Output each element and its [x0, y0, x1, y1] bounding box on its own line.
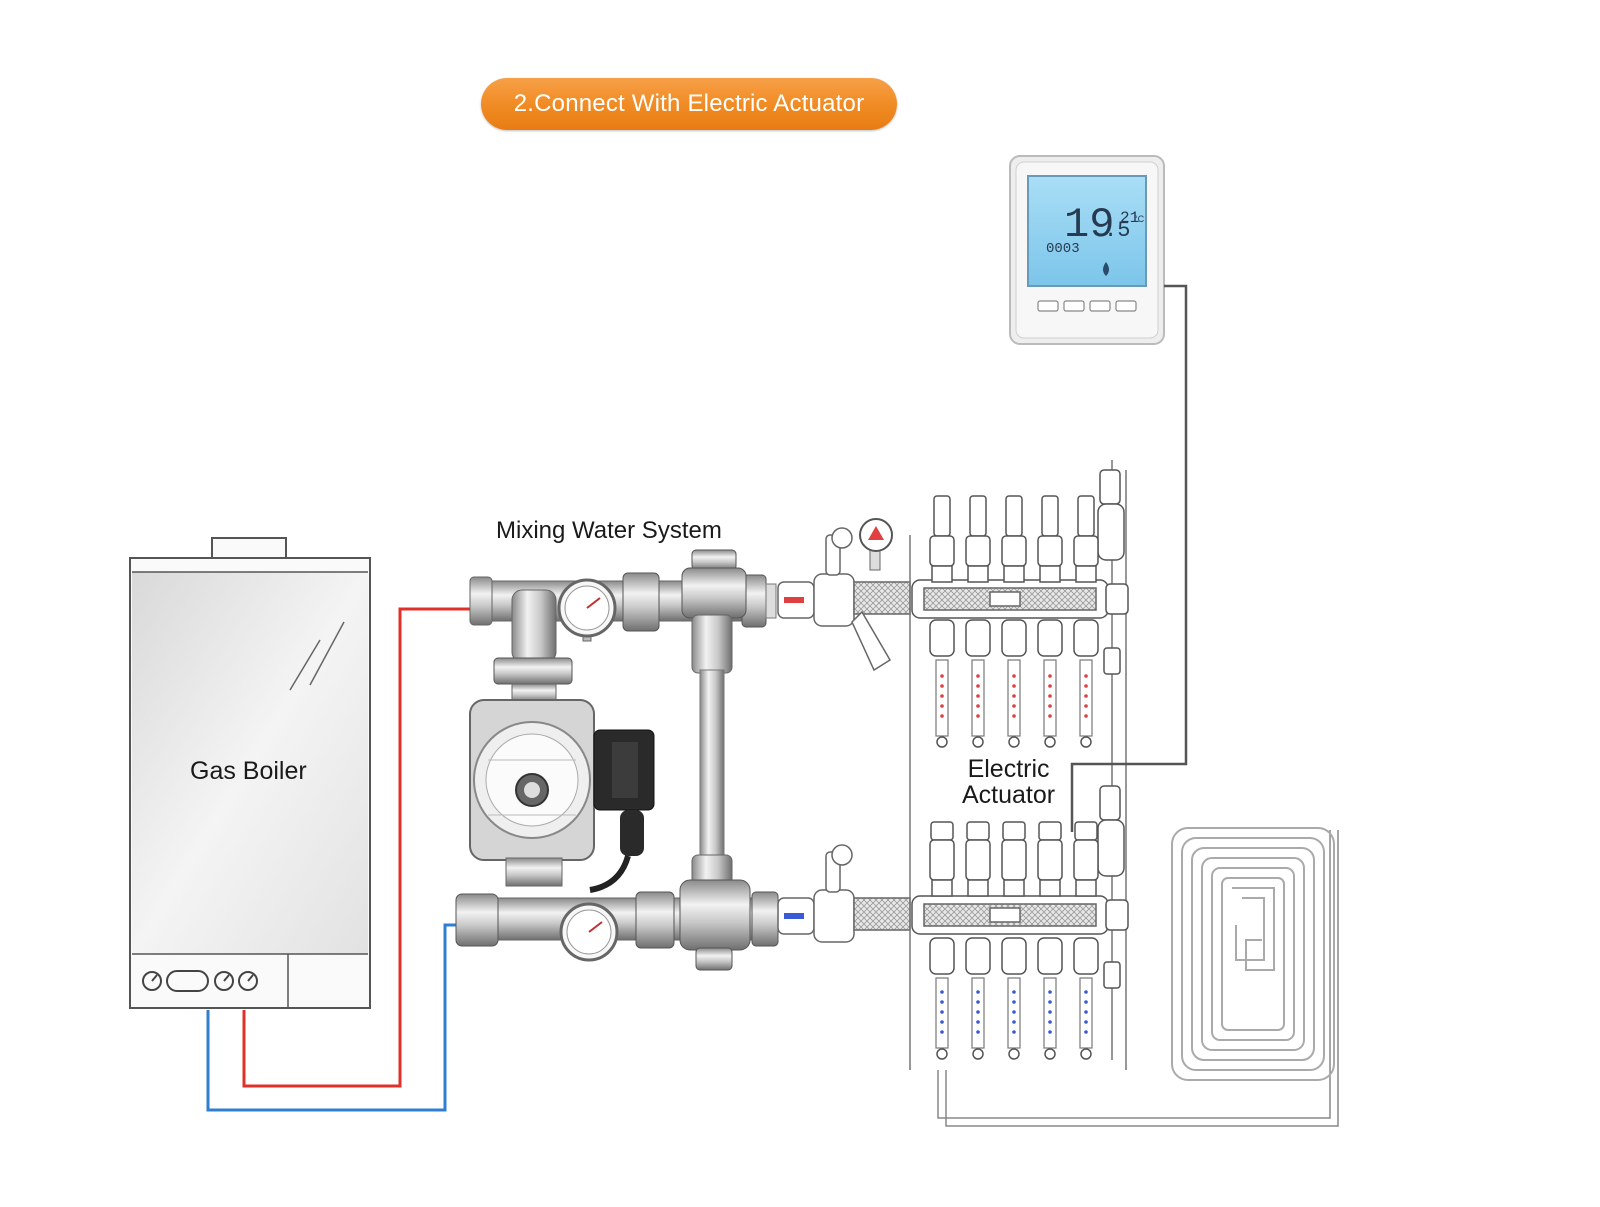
return-pipe [206, 923, 458, 1112]
thermostat-icon [1009, 155, 1165, 345]
mixing-unit-icon [455, 549, 779, 971]
supply-pipe [242, 607, 472, 1088]
thermostat-main-temp: 19 [1064, 201, 1114, 249]
valve-return [1037, 937, 1063, 1060]
electric-actuator-label: Electric Actuator [962, 756, 1055, 809]
mixing-water-system-label: Mixing Water System [496, 517, 722, 544]
boiler-icon [129, 537, 371, 1009]
title-banner: 2.Connect With Electric Actuator [481, 78, 897, 130]
flow-meter-top [1037, 495, 1063, 583]
valve-return [929, 937, 955, 1060]
floor-heating-loop-icon [1171, 827, 1335, 1081]
electric-actuator-label-line1: Electric [967, 755, 1050, 783]
electric-actuator-label-line2: Actuator [962, 781, 1056, 810]
actuator-head [1037, 821, 1063, 897]
manifold-icon [909, 460, 1129, 1070]
actuator-head [1073, 821, 1099, 897]
flow-meter-top [929, 495, 955, 583]
valve-supply [1001, 619, 1027, 748]
actuator-head [929, 821, 955, 897]
control-wire [1070, 284, 1188, 832]
flow-meter-top [965, 495, 991, 583]
manifold-connectors [777, 527, 911, 943]
valve-supply [929, 619, 955, 748]
pump-icon [469, 683, 655, 893]
flow-meter-top [1073, 495, 1099, 583]
valve-return [965, 937, 991, 1060]
flow-meter-top [1001, 495, 1027, 583]
thermostat-decimal: .5 [1104, 218, 1130, 243]
thermostat-clock: 0003 [1046, 241, 1080, 257]
valve-return [1001, 937, 1027, 1060]
actuator-head [965, 821, 991, 897]
title-text: 2.Connect With Electric Actuator [513, 90, 865, 117]
valve-return [1073, 937, 1099, 1060]
thermostat-set-temp: 21 [1120, 209, 1139, 227]
thermostat-unit: °C [1134, 214, 1145, 224]
loop-lines [937, 830, 1339, 1127]
flow-meters-bottom [929, 821, 1099, 1060]
flow-meters-top [929, 495, 1099, 748]
valve-supply [1037, 619, 1063, 748]
manifold-gauge-icon [859, 518, 893, 571]
actuator-head [1001, 821, 1027, 897]
gas-boiler-label: Gas Boiler [190, 757, 307, 785]
valve-supply [965, 619, 991, 748]
valve-supply [1073, 619, 1099, 748]
